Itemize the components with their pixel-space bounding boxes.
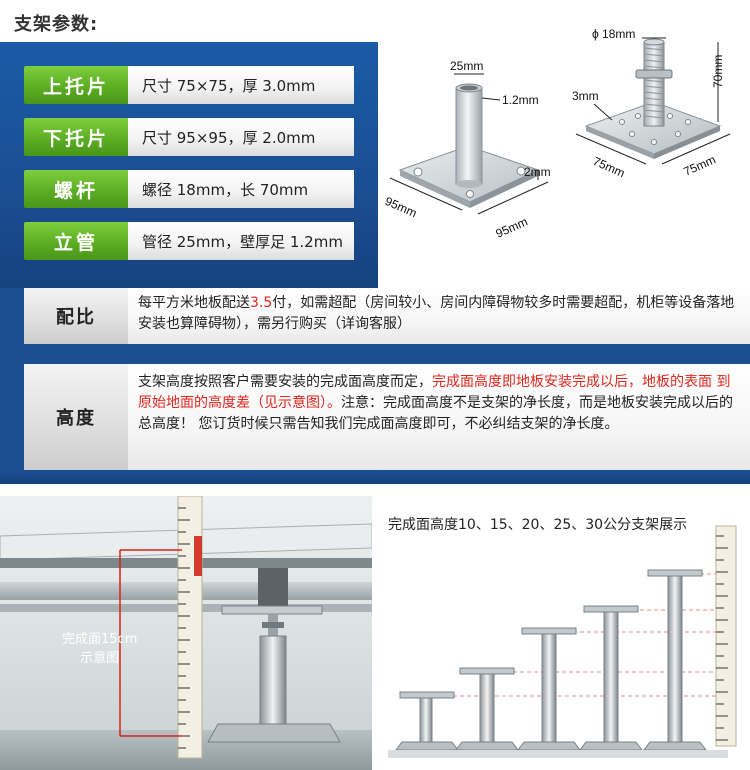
plate-hole [516, 166, 526, 176]
ruler-red-mark [194, 536, 202, 576]
plate-hole [466, 190, 474, 198]
height-text: 支架高度按照客户需要安装的完成面高度而定，完成面高度即地板安装完成以后，地板的表… [128, 364, 750, 470]
base-plate [207, 723, 341, 743]
bottom-plate-diagram: 25mm 1.2mm 2mm 95mm 95mm [383, 59, 551, 241]
tube-bore [460, 85, 478, 91]
dim-line [575, 133, 647, 165]
dim-plate-width: 75mm [591, 154, 627, 180]
ratio-label: 配比 [24, 288, 128, 344]
bottom-band [0, 470, 750, 484]
measuring-ruler [177, 496, 203, 759]
base-strip [388, 750, 728, 758]
spec-value: 尺寸 95×95，厚 2.0mm [128, 118, 354, 156]
spec-label: 螺杆 [24, 170, 128, 208]
installed-support-photo [0, 496, 372, 770]
tube-base [456, 180, 482, 188]
spec-value: 尺寸 75×75，厚 3.0mm [128, 66, 354, 104]
support-heights-caption: 完成面高度10、15、20、25、30公分支架展示 [388, 517, 688, 533]
top-plate [221, 605, 323, 615]
top-plate-diagram: ϕ 18mm 3mm 70mm 75mm 75mm [572, 27, 731, 180]
dim-wall: 1.2mm [502, 93, 539, 107]
dim-plate-width: 95mm [383, 194, 419, 220]
head-bracket [258, 568, 288, 608]
spec-row-screw: 螺杆 螺径 18mm，长 70mm [24, 170, 354, 208]
spec-label: 下托片 [24, 118, 128, 156]
plate-edge [654, 126, 720, 159]
nut [262, 622, 284, 628]
dim-line [389, 177, 463, 211]
dim-tube-diameter: 25mm [450, 59, 483, 73]
installed-caption-line2: 示意图 [80, 651, 120, 666]
installed-support-illustration [0, 496, 372, 770]
spec-row-tube: 立管 管径 25mm，壁厚足 1.2mm [24, 222, 354, 260]
measuring-ruler [715, 525, 737, 747]
rod-top [643, 38, 665, 46]
section-title: 支架参数: [14, 14, 99, 35]
ratio-row: 配比 每平方米地板配送3.5付，如需超配（房间较小、房间内障碍物较多时需要超配，… [0, 288, 750, 344]
dim-plate-length: 95mm [494, 214, 530, 240]
dim-plate-length: 75mm [682, 152, 718, 178]
tube [455, 87, 483, 185]
height-label: 高度 [24, 364, 128, 470]
dim-plate-thickness: 3mm [572, 89, 599, 103]
support-15cm [455, 667, 519, 751]
dim-rod-diameter: ϕ 18mm [592, 27, 635, 41]
dim-rod-length: 70mm [711, 55, 725, 88]
spec-value: 管径 25mm，壁厚足 1.2mm [128, 222, 354, 260]
separator-band [0, 344, 750, 364]
ruler-ticks [178, 507, 190, 749]
support-heights-illustration [388, 525, 737, 758]
spec-label: 立管 [24, 222, 128, 260]
support-pole [259, 635, 287, 731]
height-text-red: 完成面高度即地板安装完成以后，地板的表面 到 原始地面的高度差（见示意图）。 [138, 374, 731, 411]
plate-hole [413, 167, 423, 177]
support-20cm [517, 627, 581, 751]
height-text-a: 支架高度按照客户需要安装的完成面高度而定， [138, 374, 432, 390]
ruler-ticks [716, 535, 728, 741]
ratio-text: 每平方米地板配送3.5付，如需超配（房间较小、房间内障碍物较多时需要超配，机柜等… [128, 288, 750, 344]
support-10cm [395, 691, 459, 751]
installed-caption-line1: 完成面15cm [62, 632, 138, 647]
height-text-b: 注意：完成面高度不是支架的净长度，而是地板安装完成以后的总高度！ 您订货时候只需… [138, 395, 733, 432]
spec-label: 上托片 [24, 66, 128, 104]
dim-line [481, 97, 501, 101]
dim-plate-thickness: 2mm [524, 165, 551, 179]
support-25cm [579, 605, 643, 751]
ratio-count: 3.5 [250, 295, 273, 311]
spec-value: 螺径 18mm，长 70mm [128, 170, 354, 208]
ratio-text-b: 付，如需超配（房间较小、房间内障碍物较多时需要超配，机柜等设备落地安装也算障碍物… [138, 295, 735, 332]
plate-edge [470, 170, 538, 208]
nut [635, 69, 673, 79]
installed-caption: 完成面15cm 示意图 [62, 630, 137, 668]
dim-line [593, 103, 613, 121]
spec-row-bottom-plate: 下托片 尺寸 95×95，厚 2.0mm [24, 118, 354, 156]
spec-row-top-plate: 上托片 尺寸 75×75，厚 3.0mm [24, 66, 354, 104]
plate-edge [400, 170, 470, 208]
height-row: 高度 支架高度按照客户需要安装的完成面高度而定，完成面高度即地板安装完成以后，地… [0, 364, 750, 470]
dim-line [477, 181, 549, 215]
plate-edge [586, 126, 654, 159]
ratio-text-a: 每平方米地板配送 [138, 295, 250, 311]
support-heights-photo [378, 496, 750, 770]
support-30cm [643, 569, 707, 751]
dim-line [661, 133, 731, 165]
